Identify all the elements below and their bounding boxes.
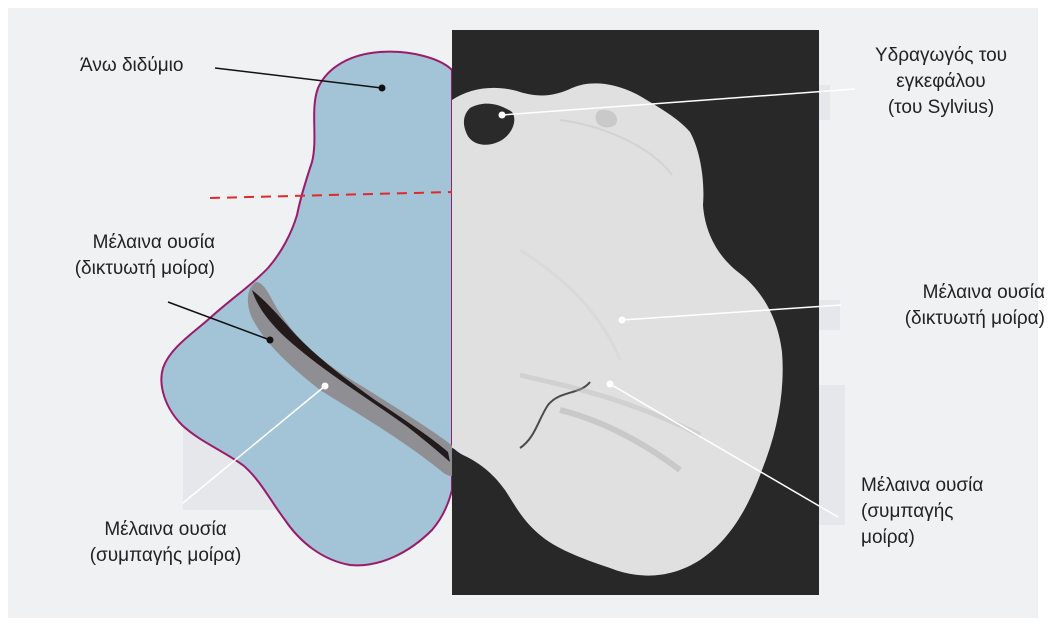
leader-dot bbox=[379, 85, 386, 92]
label-superior-colliculus: Άνω διδύμιο bbox=[80, 53, 183, 79]
leader-dot bbox=[322, 383, 329, 390]
leader-dot bbox=[619, 317, 626, 324]
leader-dot bbox=[267, 337, 274, 344]
leader-dot bbox=[499, 112, 506, 119]
label-cerebral-aqueduct: Υδραγωγός του εγκεφάλου (του Sylvius) bbox=[850, 43, 1032, 121]
label-substantia-nigra-reticulata-left: Μέλαινα ουσία (δικτυωτή μοίρα) bbox=[38, 230, 215, 282]
label-substantia-nigra-compacta-left: Μέλαινα ουσία (συμπαγής μοίρα) bbox=[48, 517, 283, 569]
label-substantia-nigra-compacta-right: Μέλαινα ουσία (συμπαγής μοίρα) bbox=[861, 473, 983, 551]
label-substantia-nigra-reticulata-right: Μέλαινα ουσία (δικτυωτή μοίρα) bbox=[845, 280, 1045, 332]
leader-dot bbox=[607, 381, 614, 388]
